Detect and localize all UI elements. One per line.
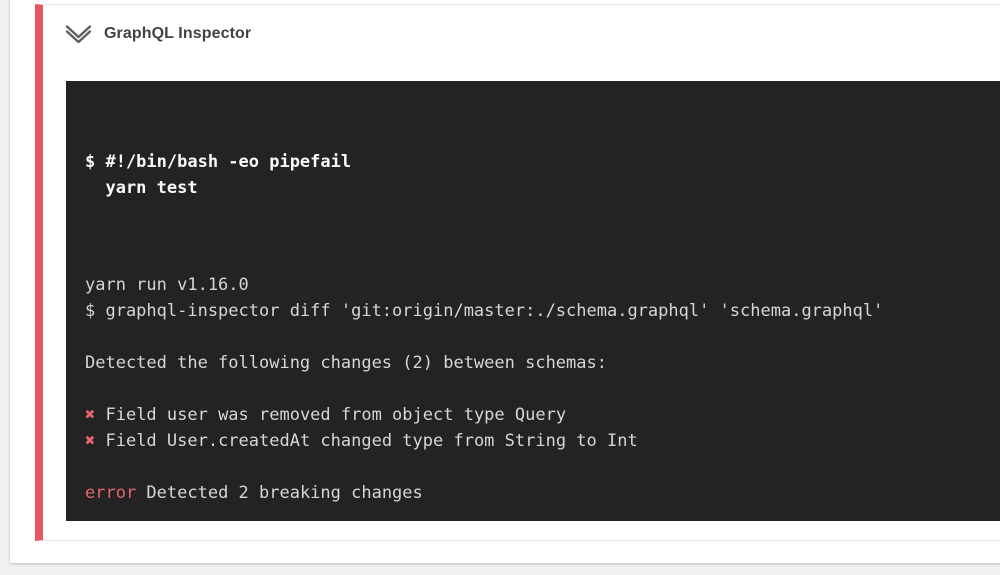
terminal-line bbox=[85, 324, 1000, 350]
terminal-line: yarn test bbox=[85, 178, 198, 198]
terminal-line: ✖ Field User.createdAt changed type from… bbox=[85, 431, 638, 451]
step-title: GraphQL Inspector bbox=[104, 24, 252, 42]
terminal-line: $ #!/bin/bash -eo pipefail bbox=[85, 152, 352, 172]
terminal-output: $ #!/bin/bash -eo pipefail yarn test yar… bbox=[66, 81, 1000, 521]
terminal-line: $ graphql-inspector diff 'git:origin/mas… bbox=[85, 301, 884, 321]
terminal-line: error Detected 2 breaking changes bbox=[85, 483, 423, 503]
chevron-down-double-icon bbox=[64, 22, 93, 45]
terminal-command-block: $ #!/bin/bash -eo pipefail yarn test bbox=[85, 149, 1000, 201]
terminal-line: yarn run v1.16.0 bbox=[85, 275, 249, 295]
terminal-line bbox=[85, 454, 1000, 480]
build-page-card: GraphQL Inspector $ #!/bin/bash -eo pipe… bbox=[10, 0, 1000, 563]
terminal-line bbox=[85, 376, 1000, 402]
step-collapse-header[interactable]: GraphQL Inspector bbox=[64, 22, 251, 45]
terminal-line: Detected the following changes (2) betwe… bbox=[85, 353, 607, 373]
build-step-section: GraphQL Inspector $ #!/bin/bash -eo pipe… bbox=[35, 4, 1000, 541]
terminal-output-block: yarn run v1.16.0 $ graphql-inspector diff… bbox=[85, 272, 1000, 521]
terminal-line bbox=[85, 506, 1000, 521]
terminal-line: ✖ Field user was removed from object typ… bbox=[85, 405, 567, 425]
